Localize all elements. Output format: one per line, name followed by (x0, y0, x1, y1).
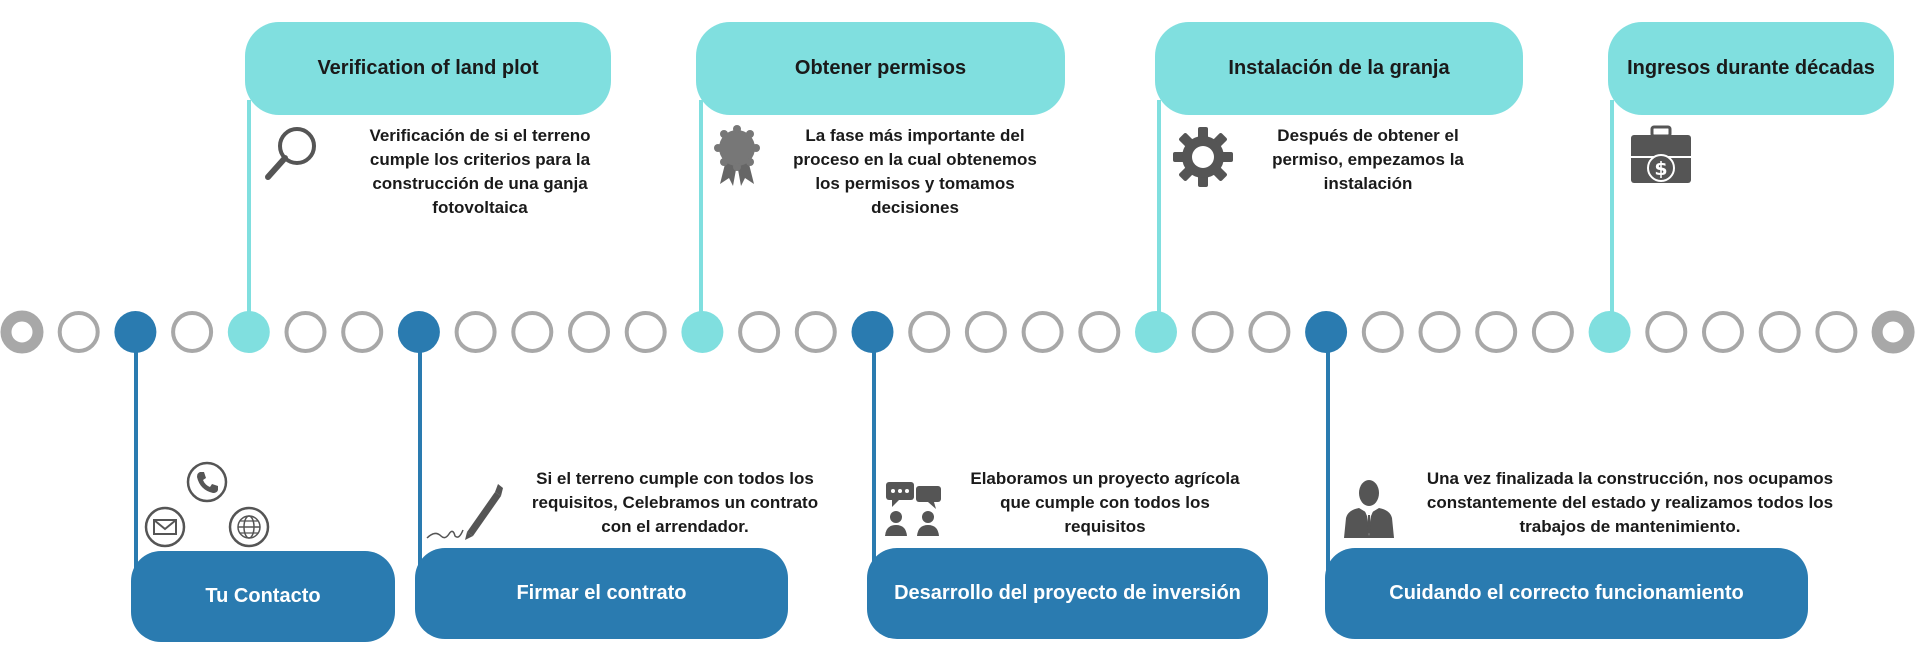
step-box-contrato: Firmar el contrato (415, 548, 788, 639)
desc-line: Elaboramos un proyecto agrícola (970, 469, 1240, 488)
businessman-icon (1344, 480, 1394, 538)
timeline-node-empty (511, 311, 554, 353)
timeline-node-empty (284, 311, 327, 353)
timeline-node-empty (1021, 311, 1064, 353)
desc-line: construcción de una ganja (372, 174, 588, 193)
pen-signature-icon (426, 484, 503, 540)
timeline-node-empty (1361, 311, 1404, 353)
timeline-end-node (1871, 310, 1915, 354)
connector-line-desarrollo (872, 332, 876, 572)
desc-line: Si el terreno cumple con todos los (536, 469, 814, 488)
desc-line: fotovoltaica (432, 198, 528, 217)
email-icon (144, 506, 186, 548)
timeline-node-empty (964, 311, 1007, 353)
svg-text:$: $ (1654, 158, 1667, 180)
award-badge-icon (714, 125, 760, 186)
step-box-cuidando: Cuidando el correcto funcionamiento (1325, 548, 1808, 639)
phone-icon (186, 461, 228, 503)
step-title: Tu Contacto (205, 585, 321, 607)
timeline-node-empty (794, 311, 837, 353)
desc-line: Después de obtener el (1277, 126, 1459, 145)
step-title: Ingresos durante décadas (1627, 57, 1875, 79)
step-title: Desarrollo del proyecto de inversión (894, 582, 1241, 604)
step-desc-instalacion: Después de obtener el permiso, empezamos… (1218, 124, 1518, 196)
timeline-node-empty (1475, 311, 1518, 353)
step-desc-cuidando: Una vez finalizada la construcción, nos … (1400, 467, 1860, 539)
step-title: Obtener permisos (794, 57, 967, 79)
timeline-node-empty (1078, 311, 1121, 353)
timeline-node-empty (1418, 311, 1461, 353)
step-box-instalacion: Instalación de la granja (1155, 22, 1523, 115)
timeline-node-empty (1758, 311, 1801, 353)
desc-line: permiso, empezamos la (1272, 150, 1464, 169)
connector-line-instalacion (1157, 100, 1161, 332)
connector-line-ingresos (1610, 100, 1614, 332)
step-desc-contrato: Si el terreno cumple con todos los requi… (505, 467, 845, 539)
desc-line: instalación (1323, 174, 1413, 193)
timeline-node-empty (908, 311, 951, 353)
timeline-node-empty (1702, 311, 1744, 353)
step-title: Instalación de la granja (1228, 57, 1450, 79)
desc-line: trabajos de mantenimiento. (1519, 517, 1741, 536)
timeline-node-teal (1588, 311, 1631, 353)
desc-line: requisitos, Celebramos un contrato (531, 493, 819, 512)
step-box-permisos: Obtener permisos (696, 22, 1065, 115)
timeline-node-empty (738, 311, 781, 353)
timeline-node-empty (568, 311, 610, 353)
connector-line-contrato (418, 332, 422, 572)
globe-icon (228, 506, 270, 548)
step-box-ingresos: Ingresos durante décadas (1608, 22, 1894, 115)
desc-line: La fase más importante del (805, 126, 1025, 145)
timeline-end-node (0, 310, 44, 354)
timeline-node-empty (1645, 311, 1688, 353)
step-title: Firmar el contrato (516, 582, 687, 604)
timeline-node-empty (1248, 311, 1291, 353)
timeline-node-empty (454, 311, 497, 353)
gear-icon (1173, 127, 1233, 187)
desc-line: cumple los criterios para la (369, 150, 591, 169)
timeline-node-empty (1531, 311, 1574, 353)
connector-line-permisos (699, 100, 703, 332)
desc-line: constantemente del estado y realizamos t… (1426, 493, 1834, 512)
connector-line-verification (247, 100, 251, 332)
desc-line: los permisos y tomamos (815, 174, 1015, 193)
timeline-node-teal (1135, 311, 1177, 353)
step-desc-permisos: La fase más importante del proceso en la… (765, 124, 1065, 220)
timeline-node-teal (681, 311, 724, 353)
timeline-node-empty (57, 311, 100, 353)
briefcase-money-icon: $ (1631, 125, 1691, 183)
step-desc-desarrollo: Elaboramos un proyecto agrícola que cump… (945, 467, 1265, 539)
step-desc-verification: Verificación de si el terreno cumple los… (330, 124, 630, 220)
desc-line: decisiones (871, 198, 959, 217)
desc-line: Verificación de si el terreno (369, 126, 591, 145)
desc-line: que cumple con todos los (1000, 493, 1210, 512)
magnifier-icon (265, 127, 316, 180)
timeline-node-empty (341, 311, 384, 353)
desc-line: proceso en la cual obtenemos (793, 150, 1037, 169)
timeline-node-empty (171, 311, 214, 353)
timeline-node-empty (1815, 311, 1858, 353)
timeline-node-empty (1191, 311, 1234, 353)
connector-line-cuidando (1326, 332, 1330, 572)
timeline-node-teal (227, 311, 270, 353)
step-box-contacto: Tu Contacto (131, 551, 395, 642)
step-box-verification: Verification of land plot (245, 22, 611, 115)
desc-line: requisitos (1064, 517, 1146, 536)
chat-people-icon (885, 482, 941, 536)
connector-line-contacto (134, 332, 138, 572)
step-title: Cuidando el correcto funcionamiento (1389, 582, 1744, 604)
step-title: Verification of land plot (317, 57, 539, 79)
desc-line: con el arrendador. (601, 517, 749, 536)
step-box-desarrollo: Desarrollo del proyecto de inversión (867, 548, 1268, 639)
desc-line: Una vez finalizada la construcción, nos … (1426, 469, 1834, 488)
timeline-node-empty (624, 311, 667, 353)
